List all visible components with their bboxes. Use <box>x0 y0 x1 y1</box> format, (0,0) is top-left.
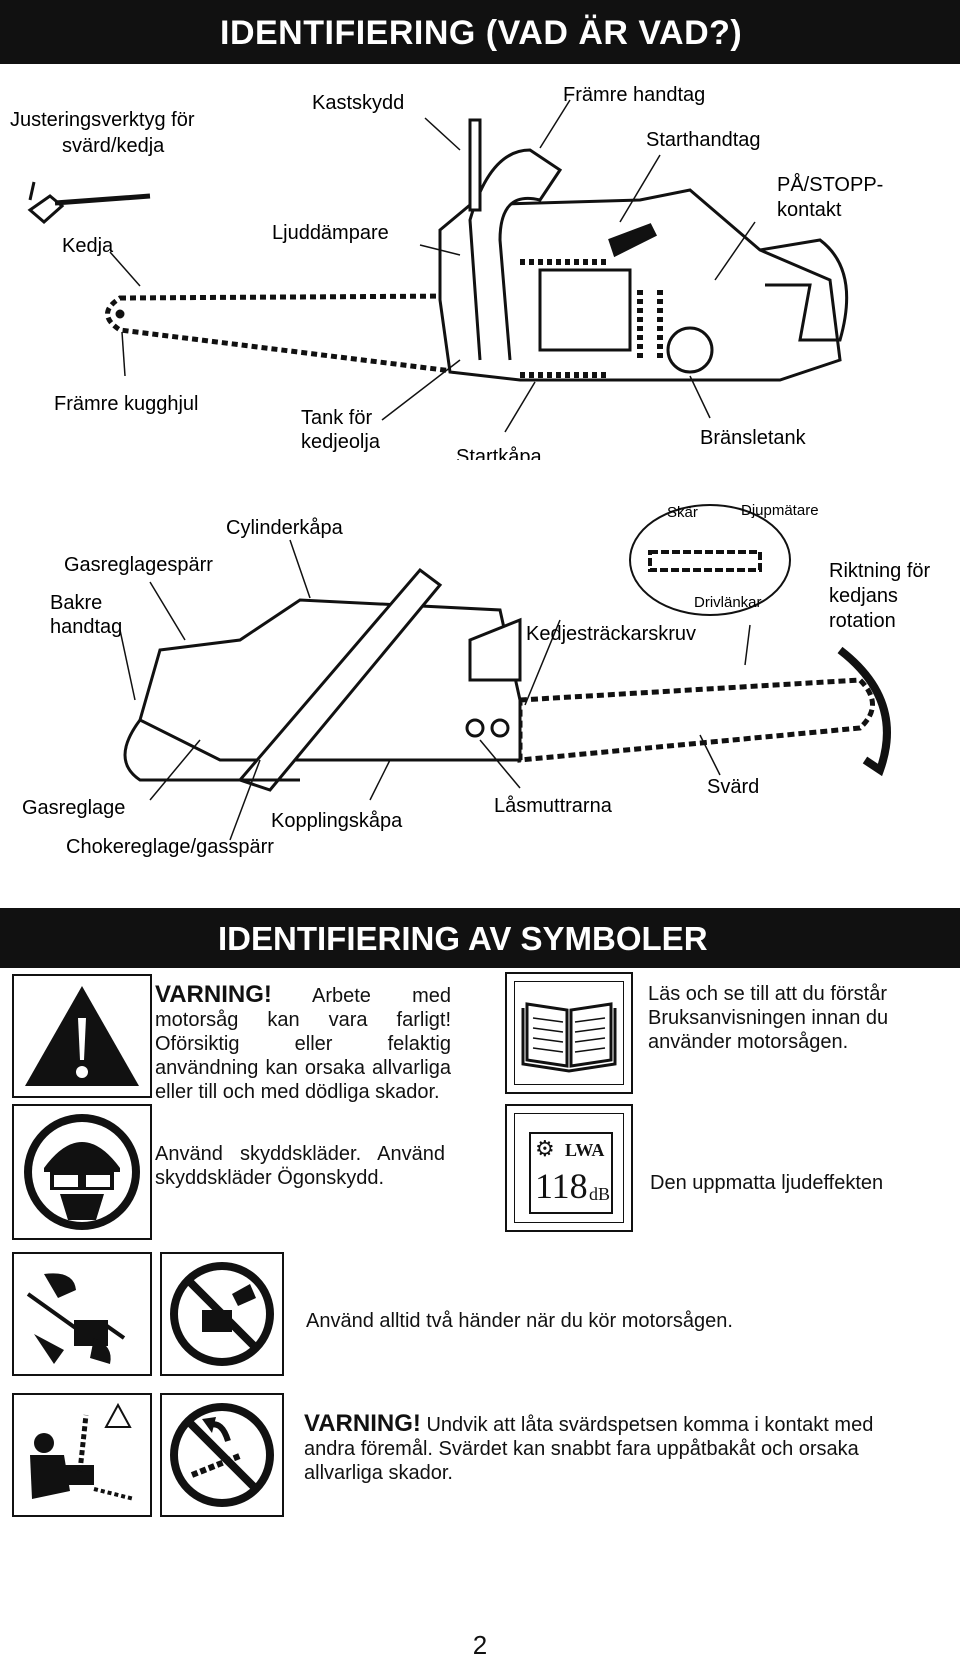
label-front-handle: Främre handtag <box>563 84 705 106</box>
label-adjust-tool-line1: Justeringsverktyg för <box>10 109 195 131</box>
label-rear-handle-line2: handtag <box>50 616 122 638</box>
label-cylinder-cover: Cylinderkåpa <box>226 517 344 539</box>
kickback-warning-icon <box>30 1402 135 1501</box>
warning-body-2: Undvik att låta svärdspetsen komma i kon… <box>304 1414 874 1484</box>
label-rear-handle-line1: Bakre <box>50 592 102 614</box>
label-kastskydd: Kastskydd <box>312 92 404 114</box>
page-number: 2 <box>472 1630 488 1660</box>
page-title: IDENTIFIERING (VAD ÄR VAD?) <box>0 0 960 64</box>
warning-body-1: Arbete med motorsåg kan vara farligt! Of… <box>155 985 451 1103</box>
label-starter-cover: Startkåpa <box>456 446 542 460</box>
two-hands-symbol-box <box>12 1252 152 1376</box>
label-oil-tank-line2: kedjeolja <box>301 431 381 453</box>
sound-value: 118 <box>535 1166 588 1206</box>
label-choke: Chokereglage/gasspärr <box>66 836 274 858</box>
warning-heading-1: VARNING! <box>155 981 272 1008</box>
label-drive-links: Drivlänkar <box>694 594 762 611</box>
label-bar: Svärd <box>707 776 759 798</box>
label-on-off-line2: kontakt <box>777 199 842 221</box>
face-protection-icon <box>24 1114 140 1230</box>
book-icon <box>521 1002 617 1073</box>
label-muffler: Ljuddämpare <box>272 222 389 244</box>
label-cutter: Skär <box>667 504 698 521</box>
manual-text: Läs och se till att du förstår Bruksanvi… <box>648 983 889 1053</box>
one-hand-prohibited-box <box>160 1252 284 1376</box>
label-on-off-line1: PÅ/STOPP- <box>777 173 883 196</box>
sound-gear-icon: ⚙ <box>535 1136 555 1161</box>
warning-symbol-box <box>12 974 152 1098</box>
warning-heading-2: VARNING! <box>304 1410 421 1437</box>
sound-icon: ⚙ LWA 118 dB <box>529 1132 613 1214</box>
label-start-handle: Starthandtag <box>646 129 761 151</box>
label-adjust-tool-line2: svärd/kedja <box>62 135 165 157</box>
sound-unit: dB <box>589 1184 611 1204</box>
protective-gear-box <box>12 1104 152 1240</box>
label-tensioner: Kedjesträckarskruv <box>526 623 696 645</box>
label-clutch-cover: Kopplingskåpa <box>271 810 403 832</box>
label-depth-gauge: Djupmätare <box>741 502 819 519</box>
label-bar-nuts: Låsmuttrarna <box>494 795 613 817</box>
sound-symbol-box: ⚙ LWA 118 dB <box>505 1104 633 1232</box>
tip-contact-prohibited-box <box>160 1393 284 1517</box>
label-fuel-tank: Bränsletank <box>700 427 807 449</box>
kickback-symbol-box <box>12 1393 152 1517</box>
sound-symbol-inner-border <box>514 1113 624 1223</box>
label-rotation-line1: Riktning för <box>829 560 930 582</box>
two-hands-text: Använd alltid två händer när du kör moto… <box>306 1310 733 1332</box>
label-oil-tank-line1: Tank för <box>301 407 372 429</box>
tip-contact-prohibited-icon <box>170 1403 274 1507</box>
chainsaw-diagram-bottom: Cylinderkåpa Gasreglagespärr Bakre handt… <box>22 502 930 858</box>
manual-symbol-box <box>505 972 633 1094</box>
symbols-title: IDENTIFIERING AV SYMBOLER <box>0 908 960 968</box>
label-rotation-line2: kedjans <box>829 585 898 607</box>
sound-text: Den uppmatta ljudeffekten <box>650 1172 884 1194</box>
two-hands-icon <box>26 1273 126 1364</box>
label-front-sprocket: Främre kugghjul <box>54 393 199 415</box>
warning-triangle-icon <box>25 986 139 1086</box>
warning-text-1: VARNING! Arbete med motorsåg kan vara fa… <box>155 983 451 1104</box>
chainsaw-diagram-top: Justeringsverktyg för svärd/kedja Kastsk… <box>10 84 883 460</box>
label-throttle-lock: Gasreglagespärr <box>64 554 213 576</box>
warning-text-2: VARNING! Undvik att låta svärdspetsen ko… <box>304 1412 924 1485</box>
manual-symbol-inner-border <box>514 981 624 1085</box>
label-chain: Kedja <box>62 235 114 257</box>
protective-gear-text: Använd skyddskläder. Använd skyddskläder… <box>155 1143 445 1189</box>
label-rotation-line3: rotation <box>829 610 896 632</box>
one-hand-prohibited-icon <box>170 1262 274 1366</box>
sound-lwa: LWA <box>565 1140 605 1160</box>
label-throttle: Gasreglage <box>22 797 125 819</box>
